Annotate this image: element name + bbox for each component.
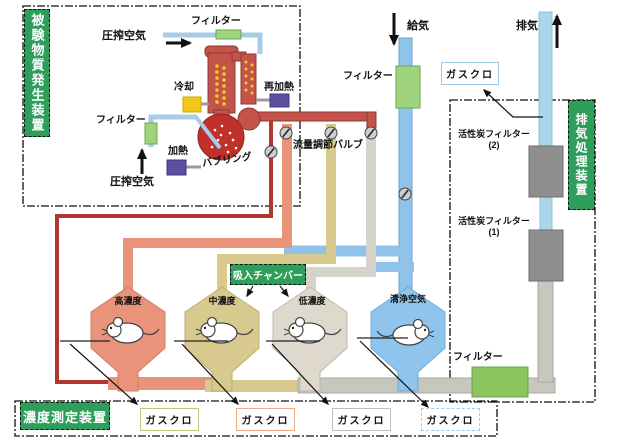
filter-exhaust-label: フィルター bbox=[453, 352, 503, 363]
main-red-pipe bbox=[251, 111, 377, 122]
filter-left bbox=[144, 122, 158, 145]
carbon-filter-2-num: (2) bbox=[488, 139, 500, 150]
filter-top bbox=[215, 29, 242, 40]
filter-supply-label: フィルター bbox=[343, 71, 393, 82]
condenser-column bbox=[207, 52, 236, 114]
exhaust-pipe bbox=[538, 11, 553, 147]
compressed-air-top-label: 圧搾空気 bbox=[102, 30, 146, 42]
chambers bbox=[90, 286, 446, 392]
filter-exhaust bbox=[471, 366, 529, 398]
valve-icon bbox=[279, 126, 293, 140]
measurement-device-label: 濃度測定装置 bbox=[20, 402, 110, 430]
sampling-arrows bbox=[60, 88, 543, 409]
sample-arrow-mid bbox=[181, 343, 240, 406]
feed-pipe-high bbox=[123, 124, 292, 293]
flow-valve-label: 流量調節バルブ bbox=[293, 140, 363, 151]
reheat-coil bbox=[244, 60, 254, 95]
gaschro-box-low: ガスクロ bbox=[332, 408, 391, 431]
measurement-box-border bbox=[14, 400, 498, 437]
heating-unit bbox=[166, 159, 187, 176]
carbon-filter-2-label: 活性炭フィルター (2) bbox=[451, 129, 537, 151]
sample-arrow-clean bbox=[359, 340, 430, 409]
valve-icon bbox=[364, 126, 378, 140]
generator-box-border bbox=[22, 5, 301, 207]
exhaust-air-label: 排気 bbox=[516, 20, 538, 32]
reheat-column bbox=[240, 53, 257, 105]
carbon-filter-1-label: 活性炭フィルター (1) bbox=[451, 216, 537, 238]
inhalation-chamber-label: 吸入チャンバー bbox=[230, 264, 306, 285]
gaschro-box-exhaust: ガスクロ bbox=[441, 62, 499, 85]
reheat-bulb bbox=[237, 107, 261, 131]
condenser-coil bbox=[215, 64, 226, 106]
compressed-air-pipe-top bbox=[163, 32, 263, 54]
heating-label: 加熱 bbox=[168, 146, 188, 157]
carbon-filter-2-text: 活性炭フィルター bbox=[458, 129, 530, 139]
main-red-pipe-elbow bbox=[366, 111, 377, 129]
valve-icon bbox=[324, 126, 338, 140]
right-side-equipment bbox=[389, 11, 564, 398]
chamber-mid-label: 中濃度 bbox=[208, 296, 236, 306]
chamber-high-label: 高濃度 bbox=[114, 296, 142, 306]
feed-pipe-mid bbox=[217, 124, 336, 293]
valve-icon bbox=[398, 187, 412, 201]
carbon-filter-1-num: (1) bbox=[488, 226, 500, 237]
filter-supply bbox=[395, 65, 421, 109]
valve-icon bbox=[264, 145, 278, 159]
generator-device-label: 被験物質発生装置 bbox=[24, 9, 50, 137]
compressed-air-pipe-left bbox=[148, 114, 197, 147]
filter-left-label: フィルター bbox=[96, 115, 146, 126]
reheat-unit bbox=[269, 93, 290, 108]
riser-duct bbox=[537, 277, 554, 383]
exhaust-box-border bbox=[449, 99, 596, 403]
exhaust-device-label: 排気処理装置 bbox=[568, 100, 595, 210]
chamber-pointer-right bbox=[279, 285, 289, 298]
gaschro-box-high: ガスクロ bbox=[140, 408, 199, 431]
bubbling-flask bbox=[197, 113, 245, 161]
chamber-low-label: 低濃度 bbox=[298, 296, 326, 306]
interstage-pipe bbox=[539, 196, 553, 231]
chamber-clean-label: 清浄空気 bbox=[389, 294, 426, 304]
device-box-borders bbox=[14, 5, 596, 437]
chamber-pointer-left bbox=[246, 285, 254, 298]
generator-apparatus bbox=[137, 29, 290, 176]
carbon-filter-1-text: 活性炭フィルター bbox=[458, 216, 530, 226]
exhaust-sample-arrow bbox=[482, 88, 543, 118]
gaschro-box-clean: ガスクロ bbox=[421, 408, 480, 431]
bubbler-tube bbox=[194, 115, 222, 150]
reheat-label: 再加熱 bbox=[264, 82, 294, 93]
compressed-air-bottom-label: 圧搾空気 bbox=[110, 176, 154, 188]
cooling-unit bbox=[182, 96, 202, 113]
supply-air-label: 給気 bbox=[407, 20, 429, 32]
gaschro-box-mid: ガスクロ bbox=[236, 408, 295, 431]
cooling-label: 冷却 bbox=[174, 82, 194, 93]
feed-pipe-low bbox=[306, 124, 376, 293]
sample-arrow-high bbox=[69, 343, 139, 406]
carbon-filter-2 bbox=[528, 145, 564, 198]
sample-arrow-low bbox=[271, 343, 330, 406]
bypass-pipe bbox=[55, 120, 273, 384]
carbon-filter-1 bbox=[528, 229, 564, 282]
filter-top-label: フィルター bbox=[191, 16, 241, 27]
bubbles bbox=[210, 124, 238, 154]
